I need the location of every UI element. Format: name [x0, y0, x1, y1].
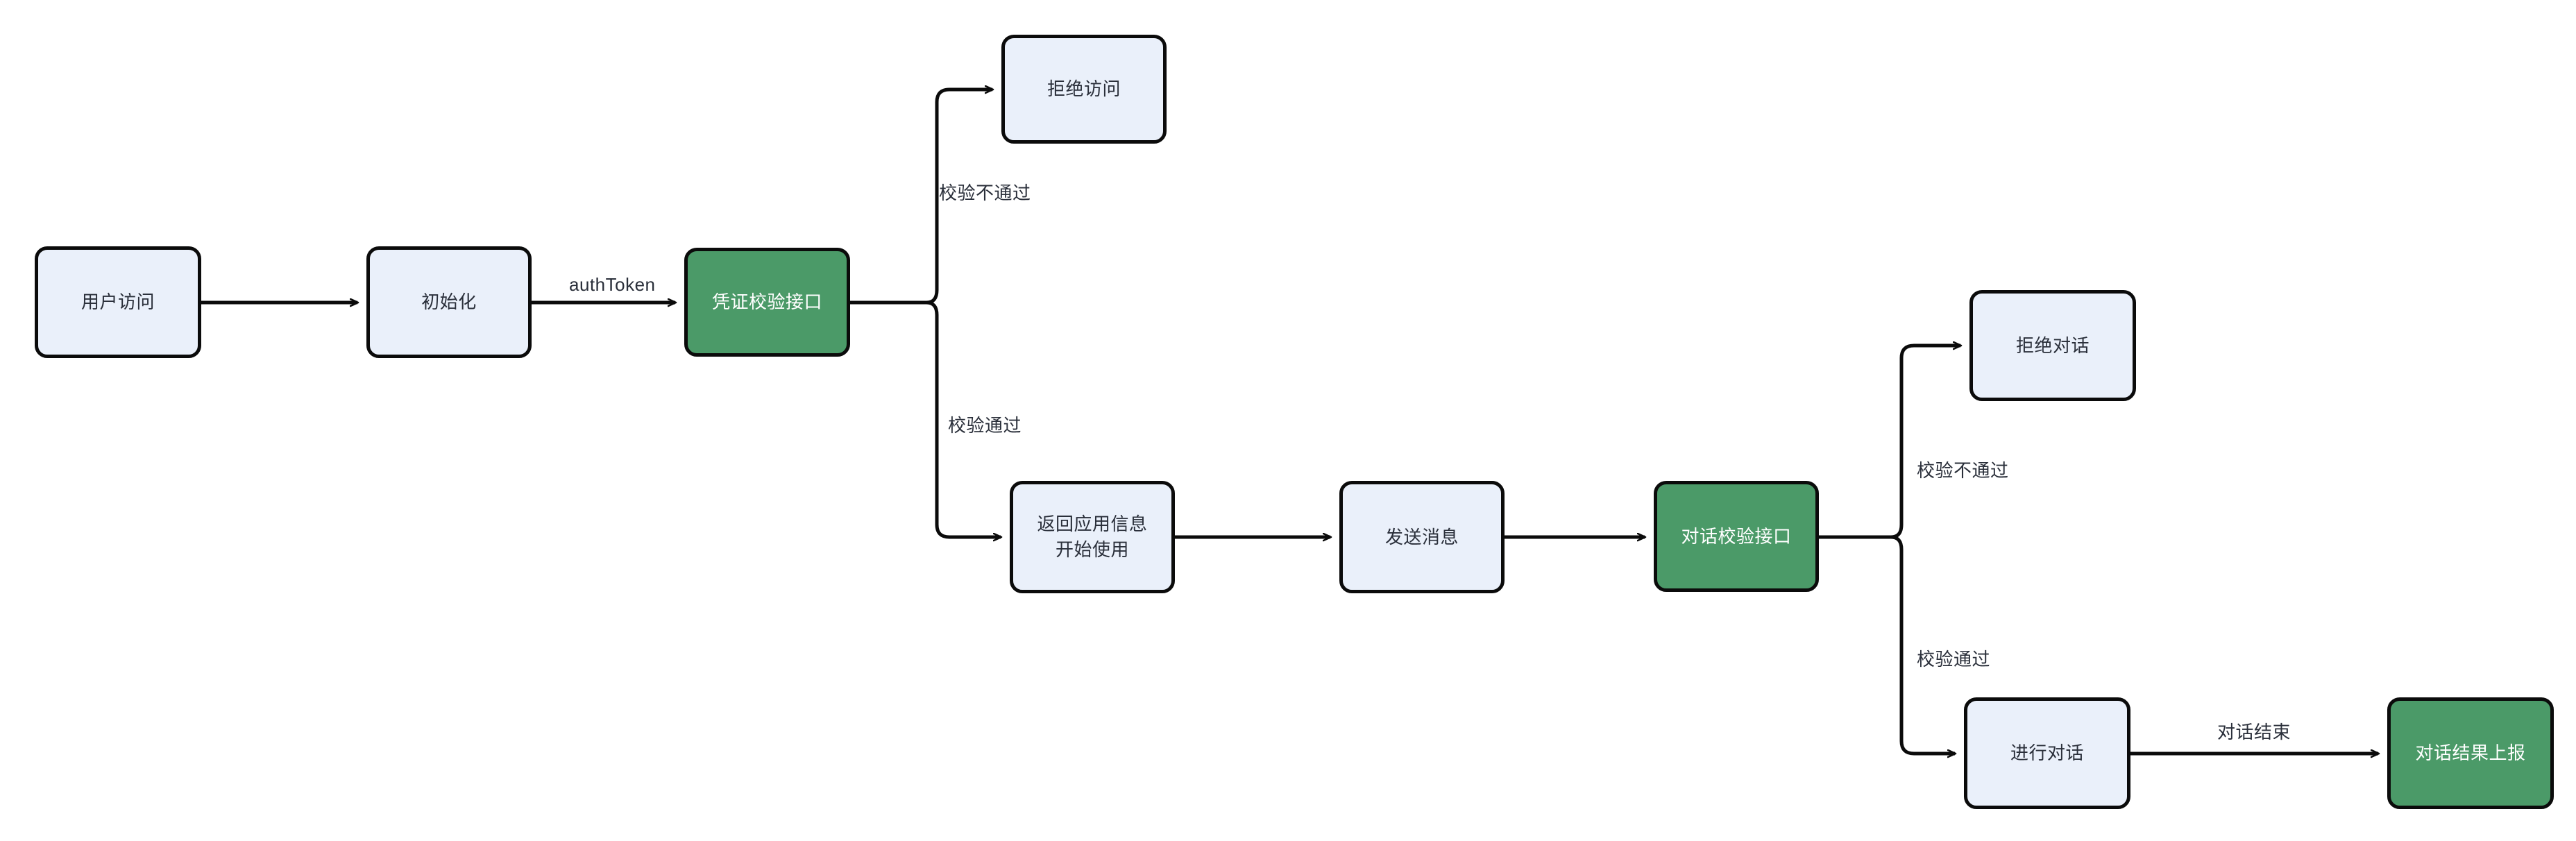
edge-dialogue-verify-api-to-reject-dialogue	[1890, 346, 1960, 539]
node-dialogue-verify-api[interactable]: 对话校验接口	[1654, 481, 1819, 592]
edge-label-verify-failed-dialogue: 校验不通过	[1917, 460, 2009, 481]
node-initialize[interactable]: 初始化	[366, 246, 532, 358]
node-report-dialogue-result[interactable]: 对话结果上报	[2387, 697, 2554, 809]
edge-label-verify-passed-dialogue: 校验通过	[1917, 649, 1991, 670]
edge-label-verify-passed-credential: 校验通过	[948, 415, 1022, 436]
node-credential-verify-api[interactable]: 凭证校验接口	[684, 248, 850, 357]
node-user-access[interactable]: 用户访问	[35, 246, 201, 358]
node-reject-dialogue[interactable]: 拒绝对话	[1969, 290, 2136, 401]
edge-label-verify-failed-credential: 校验不通过	[939, 182, 1031, 203]
node-deny-access[interactable]: 拒绝访问	[1001, 35, 1167, 144]
node-conduct-dialogue[interactable]: 进行对话	[1964, 697, 2130, 809]
node-return-app-info[interactable]: 返回应用信息 开始使用	[1010, 481, 1175, 593]
edge-label-dialogue-end: 对话结束	[2217, 722, 2291, 742]
edge-label-auth-token: authToken	[569, 274, 656, 295]
node-send-message[interactable]: 发送消息	[1339, 481, 1505, 593]
